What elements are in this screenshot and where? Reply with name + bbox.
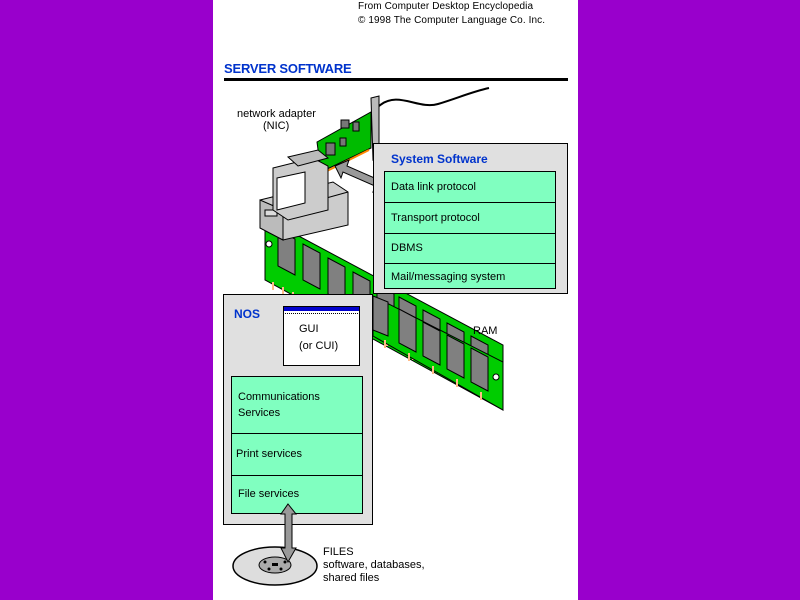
files-line-1: software, databases, [323,559,425,571]
system-software-title: System Software [391,152,488,166]
credit-line-1: From Computer Desktop Encyclopedia [358,1,534,12]
stack-item-dbms: DBMS [385,233,555,263]
nos-item-communications: Communications Services [238,391,320,419]
nos-item-file: File services [232,475,362,514]
ram-label: RAM [473,325,498,337]
nic-label-line-2: (NIC) [263,120,290,132]
computer-icon [259,149,349,241]
stack-item-data-link: Data link protocol [391,181,476,193]
gui-menubar [285,313,358,316]
nos-stack: Communications Services Print services F… [231,376,363,514]
credit-line-2: © 1998 The Computer Language Co. Inc. [358,15,546,26]
stack-item-transport: Transport protocol [385,202,555,233]
nos-title: NOS [234,307,261,321]
stack-item-mail: Mail/messaging system [385,263,555,289]
files-title: FILES [323,546,354,558]
diagram-page: From Computer Desktop Encyclopedia © 199… [213,0,578,600]
files-line-2: shared files [323,572,380,584]
gui-window-icon: GUI (or CUI) [283,306,360,366]
system-software-stack: Data link protocol Transport protocol DB… [384,171,556,289]
gui-titlebar [284,307,359,311]
nos-item-print: Print services [232,433,362,475]
diagram-title: SERVER SOFTWARE [224,61,352,76]
title-divider [224,78,568,81]
nic-label-line-1: network adapter [237,108,316,120]
network-cable-icon [378,87,490,107]
gui-label: GUI (or CUI) [299,323,339,352]
